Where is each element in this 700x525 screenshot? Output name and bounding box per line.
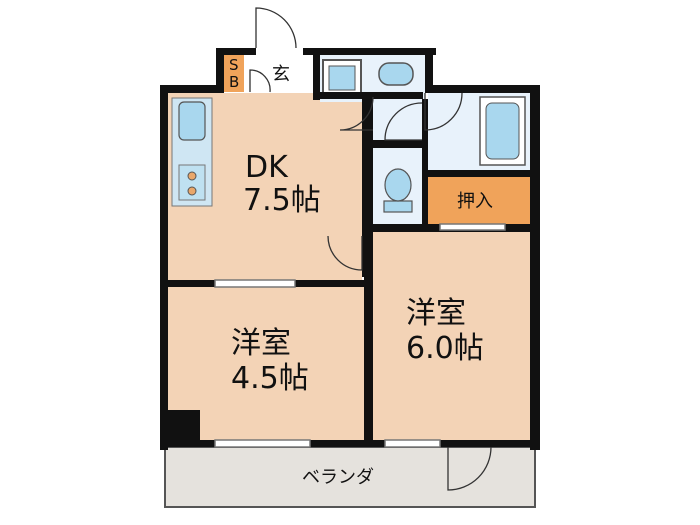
shoe-box-label-top: S xyxy=(229,56,239,74)
closet xyxy=(428,177,530,224)
burner-icon xyxy=(187,186,197,196)
toilet-tank-icon xyxy=(383,200,413,213)
western-left-size-label: 4.5帖 xyxy=(231,361,309,396)
kitchen-sink-icon xyxy=(178,101,206,141)
burner-icon xyxy=(187,171,197,181)
western-room-right xyxy=(373,232,530,440)
western-left-name-label: 洋室 xyxy=(231,326,291,361)
shoe-box xyxy=(224,55,244,92)
western-room-left xyxy=(168,287,364,440)
entrance-label: 玄 xyxy=(272,64,290,85)
washer-drum-icon xyxy=(328,65,356,91)
balcony-area xyxy=(164,446,536,508)
bathtub-basin-icon xyxy=(485,102,520,160)
balcony-label: ベランダ xyxy=(302,467,374,488)
western-right-size-label: 6.0帖 xyxy=(406,331,484,366)
wash-basin-icon xyxy=(378,62,414,86)
entrance-area xyxy=(249,55,313,92)
openings xyxy=(214,223,506,448)
closet-label: 押入 xyxy=(457,191,493,212)
dk-size-label: 7.5帖 xyxy=(243,183,321,218)
toilet-bowl-icon xyxy=(384,168,412,202)
shoe-box-label-bottom: B xyxy=(229,73,239,91)
dk-name-label: DK xyxy=(245,150,289,185)
western-right-name-label: 洋室 xyxy=(406,296,466,331)
corridor xyxy=(373,93,425,145)
door-swings xyxy=(249,7,492,491)
